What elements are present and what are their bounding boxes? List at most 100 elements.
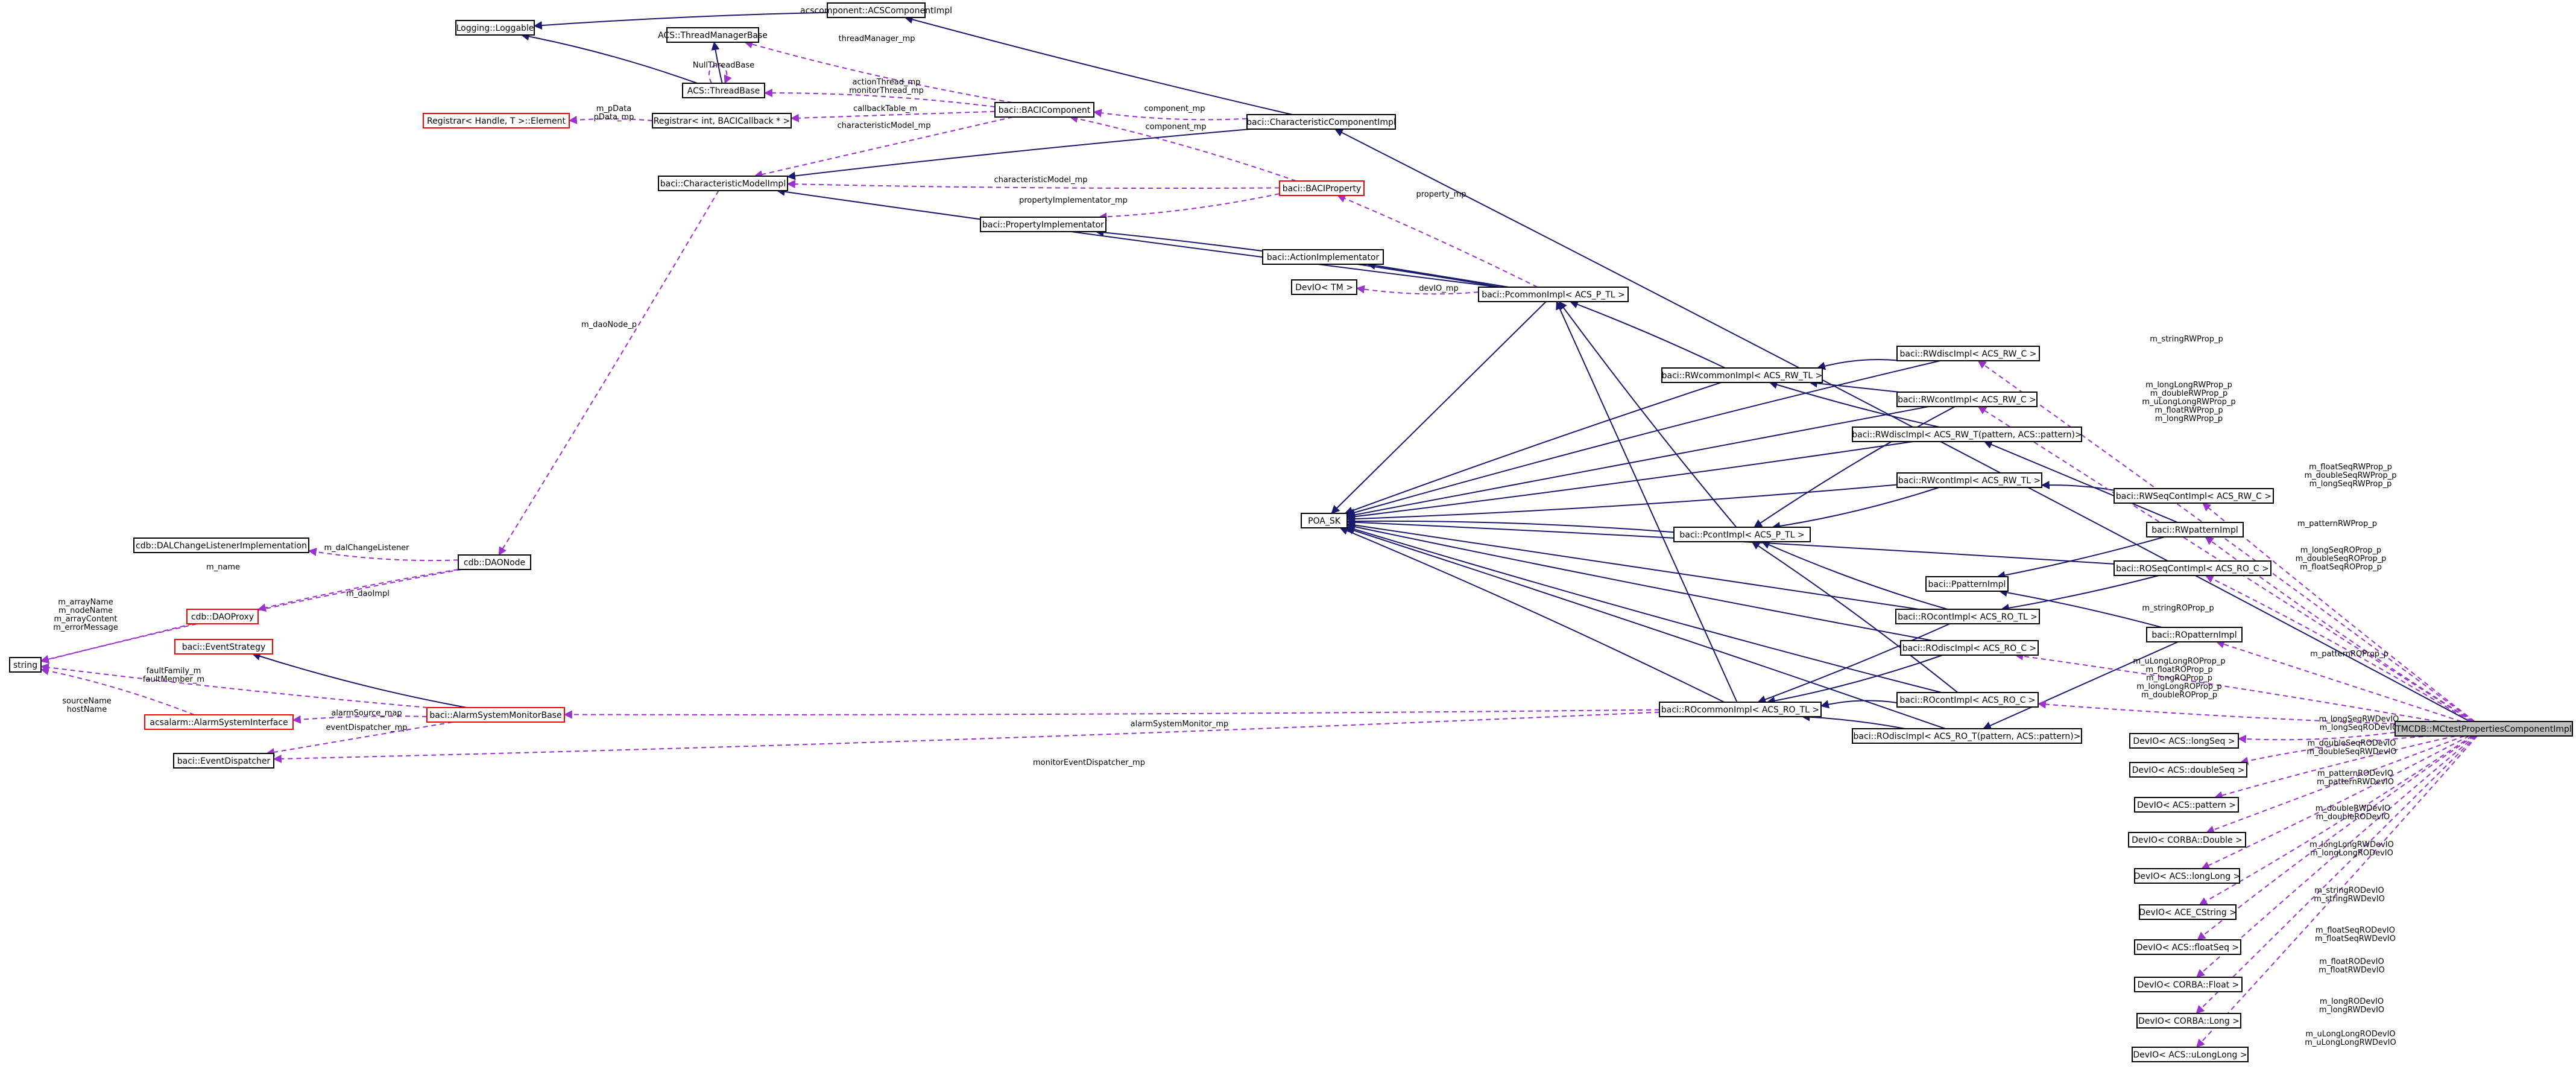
edge-mctest-to-dev_ulonglong bbox=[2196, 735, 2478, 1048]
edge-bacicomp-to-regint bbox=[790, 110, 996, 122]
class-node-string[interactable]: string bbox=[9, 657, 42, 673]
edge-label-line: m_daoImpl bbox=[346, 589, 390, 598]
edge-charmodel-to-daonode bbox=[498, 190, 719, 556]
edge-label-line: actionThread_mp bbox=[853, 78, 921, 87]
class-node-regelem[interactable]: Registrar< Handle, T >::Element bbox=[423, 113, 570, 128]
edge-label-line: m_longROProp_p bbox=[2146, 674, 2212, 683]
class-node-roseqcont[interactable]: baci::ROSeqContImpl< ACS_RO_C > bbox=[2114, 560, 2271, 576]
edge-label-line: m_doubleSeqROProp_p bbox=[2296, 554, 2387, 563]
class-node-threadmgr[interactable]: ACS::ThreadManagerBase bbox=[658, 27, 768, 43]
class-node-rocontc[interactable]: baci::ROcontImpl< ACS_RO_C > bbox=[1896, 692, 2039, 708]
class-node-dev_cstring[interactable]: DevIO< ACE_CString > bbox=[2139, 904, 2237, 920]
class-node-actimpl[interactable]: baci::ActionImplementator bbox=[1262, 249, 1384, 265]
edge-threadbase-to-threadmgr bbox=[711, 41, 723, 84]
class-node-threadbase[interactable]: ACS::ThreadBase bbox=[682, 83, 765, 98]
class-node-ppattern[interactable]: baci::PpatternImpl bbox=[1925, 576, 2009, 592]
class-node-label: baci::CharacteristicComponentImpl bbox=[1246, 118, 1396, 127]
class-node-label: DevIO< ACS::floatSeq > bbox=[2136, 943, 2239, 953]
class-node-acscomp[interactable]: acscomponent::ACSComponentImpl bbox=[800, 2, 952, 18]
class-node-label: baci::PcontImpl< ACS_P_TL > bbox=[1679, 530, 1804, 540]
edge-rwcontc-to-rwcommon bbox=[1808, 379, 1900, 393]
class-node-label: DevIO< ACS::pattern > bbox=[2137, 801, 2236, 810]
class-node-rwdiscc[interactable]: baci::RWdiscImpl< ACS_RW_C > bbox=[1896, 346, 2040, 361]
class-node-dev_dblseq[interactable]: DevIO< ACS::doubleSeq > bbox=[2129, 762, 2247, 778]
class-node-rwcommon[interactable]: baci::RWcommonImpl< ACS_RW_TL > bbox=[1661, 367, 1823, 383]
class-node-alarmiface[interactable]: acsalarm::AlarmSystemInterface bbox=[144, 714, 294, 730]
class-node-box bbox=[1301, 513, 1348, 528]
class-node-label: DevIO< TM > bbox=[1295, 283, 1353, 293]
edge-rocontc-to-pcont bbox=[1751, 541, 1959, 693]
edge-rwdiscc-to-poask bbox=[1346, 360, 1940, 517]
edge-label-line: m_longRWDevIO bbox=[2319, 1006, 2384, 1015]
edge-label: m_dalChangeListener bbox=[324, 544, 409, 553]
class-node-box bbox=[827, 2, 926, 18]
class-node-dev_double[interactable]: DevIO< CORBA::Double > bbox=[2128, 832, 2246, 848]
edge-pcont-to-pcommon bbox=[1558, 301, 1737, 528]
class-node-box bbox=[652, 113, 792, 128]
edge-label: characteristicModel_mp bbox=[994, 176, 1088, 185]
class-node-dev_longlong[interactable]: DevIO< ACS::longLong > bbox=[2134, 868, 2241, 884]
class-node-charcomp[interactable]: baci::CharacteristicComponentImpl bbox=[1246, 114, 1396, 130]
class-node-label: POA_SK bbox=[1308, 516, 1341, 526]
focus-class-node[interactable]: TMCDB::MCtestPropertiesComponentImpl bbox=[2394, 721, 2573, 737]
class-node-box bbox=[455, 20, 535, 36]
edge-label-line: m_errorMessage bbox=[53, 623, 118, 632]
class-node-dev_float[interactable]: DevIO< CORBA::Float > bbox=[2134, 977, 2243, 992]
edge-label: property_mp bbox=[1416, 190, 1466, 199]
class-node-dev_ulonglong[interactable]: DevIO< ACS::uLongLong > bbox=[2132, 1047, 2249, 1062]
edge-daonode-to-daoproxy bbox=[257, 568, 459, 612]
class-node-rodisctl[interactable]: baci::ROdiscImpl< ACS_RO_T(pattern, ACS:… bbox=[1852, 728, 2082, 744]
class-node-daoproxy[interactable]: cdb::DAOProxy bbox=[186, 609, 259, 624]
class-node-dev_floatseq[interactable]: DevIO< ACS::floatSeq > bbox=[2134, 939, 2241, 955]
class-node-dev_long[interactable]: DevIO< CORBA::Long > bbox=[2136, 1013, 2241, 1029]
class-node-box bbox=[666, 27, 759, 43]
class-node-regint[interactable]: Registrar< int, BACICallback * > bbox=[652, 113, 792, 128]
class-node-box bbox=[9, 657, 42, 673]
class-node-daonode[interactable]: cdb::DAONode bbox=[458, 554, 531, 570]
edge-charcomp-to-acscomp bbox=[904, 15, 1293, 115]
edge-label-line: m_uLongLongRODevIO bbox=[2305, 1030, 2395, 1039]
class-node-rwpattern[interactable]: baci::RWpatternImpl bbox=[2146, 522, 2244, 537]
class-node-rwseqcont[interactable]: baci::RWSeqContImpl< ACS_RW_C > bbox=[2114, 488, 2274, 504]
class-node-evdispatch[interactable]: baci::EventDispatcher bbox=[173, 753, 274, 769]
edge-daoproxy-to-string bbox=[40, 623, 194, 664]
class-node-bacicomp[interactable]: baci::BACIComponent bbox=[994, 102, 1094, 118]
diagram-edges bbox=[40, 11, 2478, 1048]
diagram-nodes: Logging::Loggable acscomponent::ACSCompon… bbox=[9, 2, 2573, 1062]
class-node-dev_pattern[interactable]: DevIO< ACS::pattern > bbox=[2134, 797, 2239, 813]
class-node-propimpl[interactable]: baci::PropertyImplementator bbox=[980, 217, 1106, 232]
edge-label-line: m_floatRWDevIO bbox=[2319, 966, 2385, 975]
edge-daonode-to-dalchange bbox=[308, 548, 459, 562]
class-node-evstrategy[interactable]: baci::EventStrategy bbox=[174, 639, 273, 655]
class-node-label: baci::ROdiscImpl< ACS_RO_T(pattern, ACS:… bbox=[1854, 732, 2081, 741]
edge-roconttl-to-rocommon bbox=[1757, 623, 1951, 704]
class-node-rwcontc[interactable]: baci::RWcontImpl< ACS_RW_C > bbox=[1896, 392, 2038, 407]
class-node-loggable[interactable]: Logging::Loggable bbox=[455, 20, 535, 36]
class-node-roconttl[interactable]: baci::ROcontImpl< ACS_RO_TL > bbox=[1895, 609, 2040, 624]
class-node-devtm[interactable]: DevIO< TM > bbox=[1291, 279, 1357, 295]
class-node-rwconttl[interactable]: baci::RWcontImpl< ACS_RW_TL > bbox=[1896, 472, 2042, 488]
class-node-poask[interactable]: POA_SK bbox=[1301, 513, 1348, 528]
class-node-alarmbase[interactable]: baci::AlarmSystemMonitorBase bbox=[426, 707, 565, 723]
edge-mctest-to-rocontc bbox=[2037, 700, 2396, 724]
class-node-rodiscc[interactable]: baci::ROdiscImpl< ACS_RO_C > bbox=[1900, 640, 2039, 656]
edge-label-line: m_longSeqRWDevIO bbox=[2319, 715, 2399, 724]
class-node-baciprop[interactable]: baci::BACIProperty bbox=[1279, 180, 1365, 196]
class-node-pcont[interactable]: baci::PcontImpl< ACS_P_TL > bbox=[1673, 527, 1811, 542]
class-node-pcommon[interactable]: baci::PcommonImpl< ACS_P_TL > bbox=[1478, 287, 1629, 302]
edge-rwcontc-to-pcont bbox=[1754, 406, 1956, 528]
class-node-box bbox=[2132, 1047, 2249, 1062]
class-node-dev_longseq[interactable]: DevIO< ACS::longSeq > bbox=[2129, 733, 2239, 749]
edge-label-line: m_doubleRWProp_p bbox=[2150, 389, 2227, 398]
class-node-dalchange[interactable]: cdb::DALChangeListenerImplementation bbox=[133, 537, 309, 553]
class-node-rocommon[interactable]: baci::ROcommonImpl< ACS_RO_TL > bbox=[1659, 702, 1822, 717]
class-node-box bbox=[1852, 426, 2082, 442]
class-node-box bbox=[2114, 560, 2271, 576]
class-node-box bbox=[2139, 904, 2237, 920]
class-node-label: baci::RWcontImpl< ACS_RW_TL > bbox=[1898, 476, 2041, 486]
diagram-edge-labels: threadManager_mpNullThreadBaseactionThre… bbox=[53, 34, 2399, 1047]
class-node-charmodel[interactable]: baci::CharacteristicModelImpl bbox=[658, 176, 788, 191]
class-node-ropattern[interactable]: baci::ROpatternImpl bbox=[2146, 627, 2243, 642]
class-node-rwdisctl[interactable]: baci::RWdiscImpl< ACS_RW_T(pattern, ACS:… bbox=[1852, 426, 2082, 442]
